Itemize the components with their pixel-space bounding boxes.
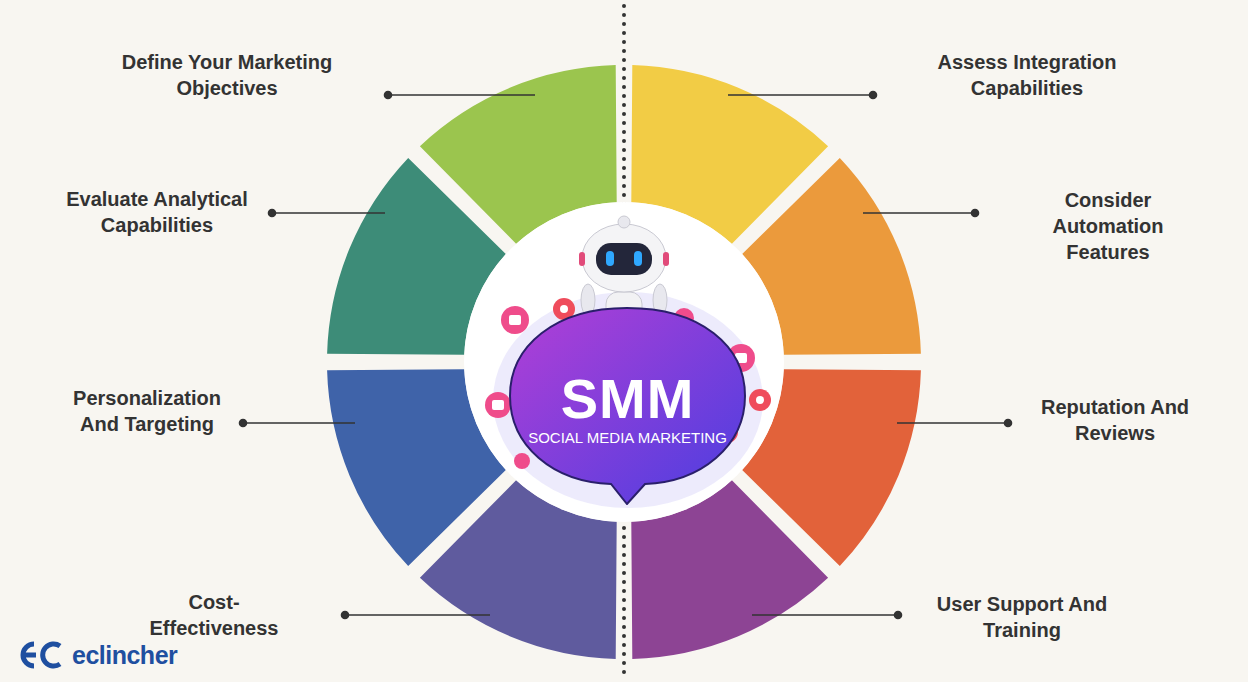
bubble-title: SMM <box>561 369 695 429</box>
factor-label: Cost-Effectiveness <box>139 589 289 641</box>
bubble-glow <box>493 292 763 508</box>
factor-label: Personalization And Targeting <box>52 385 242 437</box>
factor-label: Assess Integration Capabilities <box>912 49 1142 101</box>
factor-label: Evaluate Analytical Capabilities <box>42 186 272 238</box>
factor-label: Define Your Marketing Objectives <box>102 49 352 101</box>
factor-label: Consider Automation Features <box>1033 187 1183 265</box>
ring-segments <box>327 65 921 659</box>
logo-mark <box>23 644 60 666</box>
brand-name: eclincher <box>72 640 192 670</box>
center-disc <box>464 202 784 522</box>
speech-bubble: SMMSOCIAL MEDIA MARKETING <box>505 300 750 505</box>
leader-lines <box>240 92 1012 619</box>
factor-label: Reputation And Reviews <box>1020 394 1210 446</box>
factor-label: User Support And Training <box>912 591 1132 643</box>
bubble-subtitle: SOCIAL MEDIA MARKETING <box>528 429 727 447</box>
